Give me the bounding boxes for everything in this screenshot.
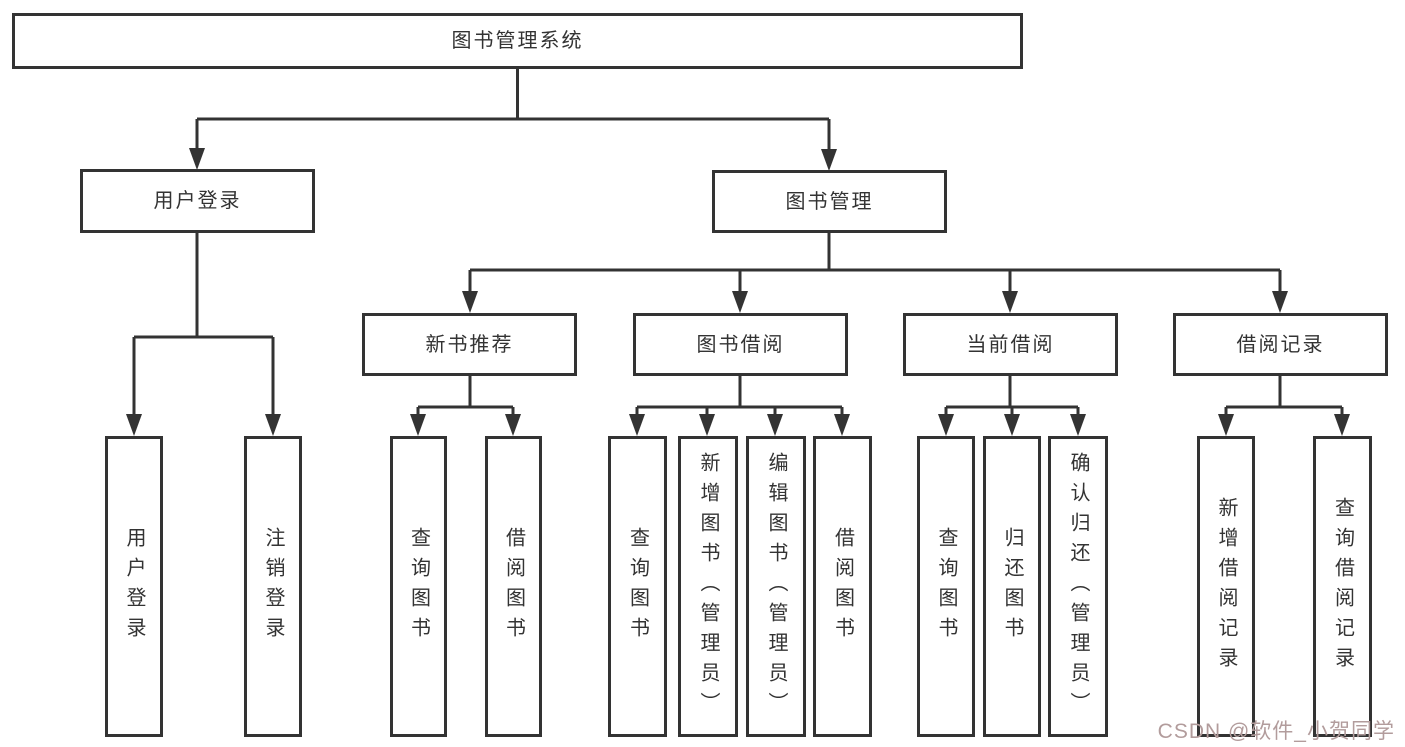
leaf-borrow-add-books-admin: 新增图书（管理员） xyxy=(678,436,738,737)
node-new-book-recommend-label: 新书推荐 xyxy=(425,333,514,356)
leaf-borrow-query-books-label: 查询图书 xyxy=(626,526,649,647)
leaf-borrow-borrow-books-label: 借阅图书 xyxy=(831,526,854,647)
arrowhead-to-records-query xyxy=(1334,414,1350,436)
node-new-book-recommend: 新书推荐 xyxy=(362,313,577,376)
node-user-login-label: 用户登录 xyxy=(153,190,242,212)
arrowhead-to-borrow-borrow xyxy=(834,414,850,436)
leaf-current-confirm-return-admin-label: 确认归还（管理员） xyxy=(1067,451,1089,722)
leaf-current-return-books-label: 归还图书 xyxy=(1001,526,1023,647)
leaf-borrow-edit-books-admin-label: 编辑图书（管理员） xyxy=(765,451,787,722)
leaf-records-query-record-label: 查询借阅记录 xyxy=(1331,496,1354,677)
node-book-borrow-label: 图书借阅 xyxy=(696,333,785,356)
leaf-newbook-query-books: 查询图书 xyxy=(390,436,447,737)
leaf-borrow-add-books-admin-label: 新增图书（管理员） xyxy=(697,451,719,722)
leaf-records-query-record: 查询借阅记录 xyxy=(1313,436,1372,737)
leaf-newbook-borrow-books: 借阅图书 xyxy=(485,436,542,737)
arrowhead-to-leaf-logout xyxy=(265,414,281,436)
connector-borrow-records xyxy=(1218,376,1350,436)
node-book-borrow: 图书借阅 xyxy=(633,313,848,376)
leaf-logout-label: 注销登录 xyxy=(262,526,284,647)
node-root: 图书管理系统 xyxy=(12,13,1023,69)
node-root-label: 图书管理系统 xyxy=(451,30,584,52)
connector-book-borrow xyxy=(629,376,850,436)
leaf-newbook-query-books-label: 查询图书 xyxy=(407,526,430,647)
node-book-management-label: 图书管理 xyxy=(785,190,874,213)
leaf-user-login-label: 用户登录 xyxy=(123,526,145,647)
arrowhead-to-borrow-add xyxy=(699,414,715,436)
arrowhead-to-book-management xyxy=(821,149,837,171)
arrowhead-to-current-borrow xyxy=(1002,291,1018,313)
leaf-current-return-books: 归还图书 xyxy=(983,436,1041,737)
arrowhead-to-borrow-query xyxy=(629,414,645,436)
leaf-current-confirm-return-admin: 确认归还（管理员） xyxy=(1048,436,1108,737)
node-current-borrow: 当前借阅 xyxy=(903,313,1118,376)
arrowhead-to-newbook-borrow xyxy=(505,414,521,436)
arrowhead-to-current-query xyxy=(938,414,954,436)
arrowhead-to-records-add xyxy=(1218,414,1234,436)
connector-new-book-recommend xyxy=(410,376,521,436)
leaf-records-add-record-label: 新增借阅记录 xyxy=(1215,496,1237,677)
leaf-borrow-edit-books-admin: 编辑图书（管理员） xyxy=(746,436,806,737)
leaf-newbook-borrow-books-label: 借阅图书 xyxy=(502,526,525,647)
node-user-login: 用户登录 xyxy=(80,169,315,233)
connector-current-borrow xyxy=(938,376,1086,436)
arrowhead-to-new-book-recommend xyxy=(462,291,478,313)
node-borrow-records-label: 借阅记录 xyxy=(1236,333,1325,356)
node-borrow-records: 借阅记录 xyxy=(1173,313,1388,376)
arrowhead-to-borrow-edit xyxy=(767,414,783,436)
connector-book-management xyxy=(462,233,1288,313)
leaf-borrow-query-books: 查询图书 xyxy=(608,436,667,737)
arrowhead-to-user-login xyxy=(189,148,205,170)
node-book-management: 图书管理 xyxy=(712,170,947,233)
arrowhead-to-current-return xyxy=(1004,414,1020,436)
connector-root xyxy=(189,69,837,171)
arrowhead-to-newbook-query xyxy=(410,414,426,436)
connector-user-login xyxy=(126,233,281,436)
leaf-current-query-books-label: 查询图书 xyxy=(935,526,957,647)
leaf-borrow-borrow-books: 借阅图书 xyxy=(813,436,872,737)
leaf-current-query-books: 查询图书 xyxy=(917,436,975,737)
node-current-borrow-label: 当前借阅 xyxy=(966,333,1055,356)
leaf-records-add-record: 新增借阅记录 xyxy=(1197,436,1255,737)
arrowhead-to-borrow-records xyxy=(1272,291,1288,313)
leaf-user-login: 用户登录 xyxy=(105,436,163,737)
leaf-logout: 注销登录 xyxy=(244,436,302,737)
arrowhead-to-book-borrow xyxy=(732,291,748,313)
arrowhead-to-leaf-user-login xyxy=(126,414,142,436)
arrowhead-to-current-confirm xyxy=(1070,414,1086,436)
